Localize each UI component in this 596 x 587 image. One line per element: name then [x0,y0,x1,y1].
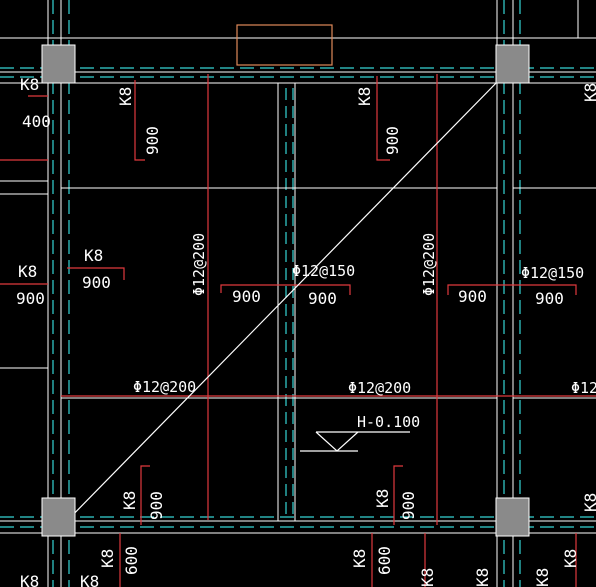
label-k8: K8 [418,568,437,587]
rebar-line [134,80,145,161]
rebar-line [140,465,150,525]
column [41,497,76,537]
label-length: 900 [383,126,402,155]
label-k8: K8 [120,491,139,510]
label-length: 900 [232,287,261,306]
label-k8: K8 [581,83,596,102]
rebar-line [447,284,577,295]
column [495,497,530,537]
label-k8: K8 [533,568,552,587]
label-length: 900 [143,126,162,155]
label-length: 600 [375,546,394,575]
label-length: 600 [122,546,141,575]
label-k8: K8 [116,87,135,106]
label-length: 900 [308,289,337,308]
label-k8: K8 [84,246,103,265]
labels: K8 400 K8 900 K8 900 K8 Φ12@200 Φ12@200 … [16,75,596,587]
label-k8: K8 [355,87,374,106]
label-k8: K8 [373,489,392,508]
label-k8: K8 [80,572,99,587]
label-length: 900 [82,273,111,292]
label-length: 900 [16,289,45,308]
label-k8: K8 [20,572,39,587]
label-elevation: H-0.100 [357,413,420,431]
elevation-marker [300,431,410,452]
rebar-line [220,284,351,295]
label-rebar-spacing: Φ12@200 [190,233,208,296]
label-rebar-spacing: Φ12@150 [292,262,355,280]
rebar-lines [0,74,596,587]
opening-frame [236,24,333,66]
label-rebar-spacing: Φ12@200 [133,378,196,396]
label-rebar-spacing: Φ12@200 [420,233,438,296]
label-k8: K8 [20,75,39,94]
label-length: 900 [535,289,564,308]
label-length: 900 [147,491,166,520]
label-length: 900 [458,287,487,306]
label-k8: K8 [98,549,117,568]
rebar-line [393,465,403,525]
label-rebar-spacing: Φ12@150 [521,264,584,282]
label-k8: K8 [350,549,369,568]
label-k8: K8 [561,549,580,568]
label-length: 900 [399,491,418,520]
label-length: 400 [22,112,51,131]
label-rebar-spacing: Φ12@200 [348,379,411,397]
label-k8: K8 [18,262,37,281]
label-k8: K8 [581,493,596,512]
column [495,44,530,84]
columns [41,44,530,537]
column [41,44,76,84]
label-k8: K8 [473,568,492,587]
rebar-line [67,267,125,280]
label-rebar-spacing: Φ12 [571,379,596,397]
rebar-line [376,76,390,161]
diagonal-line [60,75,504,528]
